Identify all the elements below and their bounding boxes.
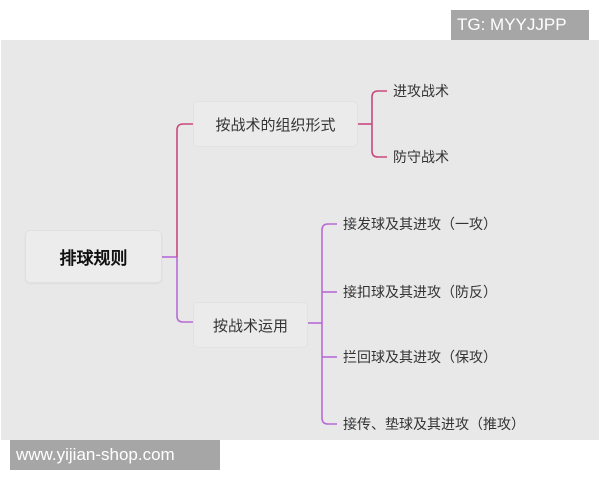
leaf-label: 拦回球及其进攻（保攻） — [343, 350, 497, 366]
leaf-node-defense-tactics[interactable]: 防守战术 — [393, 147, 449, 167]
root-label: 排球规则 — [59, 249, 128, 269]
leaf-node-block-return-attack[interactable]: 拦回球及其进攻（保攻） — [343, 347, 497, 367]
leaf-label: 进攻战术 — [393, 84, 449, 100]
watermark-bottom: www.yijian-shop.com — [10, 440, 220, 470]
watermark-text: TG: MYYJJPP — [457, 15, 567, 34]
leaf-label: 防守战术 — [393, 150, 449, 166]
leaf-label: 接传、垫球及其进攻（推攻） — [343, 417, 525, 433]
branch-node-organization[interactable]: 按战术的组织形式 — [193, 101, 358, 147]
leaf-node-spike-receive-attack[interactable]: 接扣球及其进攻（防反） — [343, 282, 497, 302]
watermark-top: TG: MYYJJPP — [451, 10, 589, 40]
branch-label: 按战术的组织形式 — [215, 115, 336, 134]
watermark-text: www.yijian-shop.com — [16, 445, 175, 464]
leaf-label: 接扣球及其进攻（防反） — [343, 285, 497, 301]
root-node[interactable]: 排球规则 — [25, 230, 162, 283]
branch-node-application[interactable]: 按战术运用 — [193, 302, 308, 348]
leaf-node-attack-tactics[interactable]: 进攻战术 — [393, 81, 449, 101]
leaf-node-serve-receive-attack[interactable]: 接发球及其进攻（一攻） — [343, 214, 497, 234]
leaf-node-set-dig-attack[interactable]: 接传、垫球及其进攻（推攻） — [343, 414, 525, 434]
branch-label: 按战术运用 — [212, 316, 288, 335]
leaf-label: 接发球及其进攻（一攻） — [343, 217, 497, 233]
